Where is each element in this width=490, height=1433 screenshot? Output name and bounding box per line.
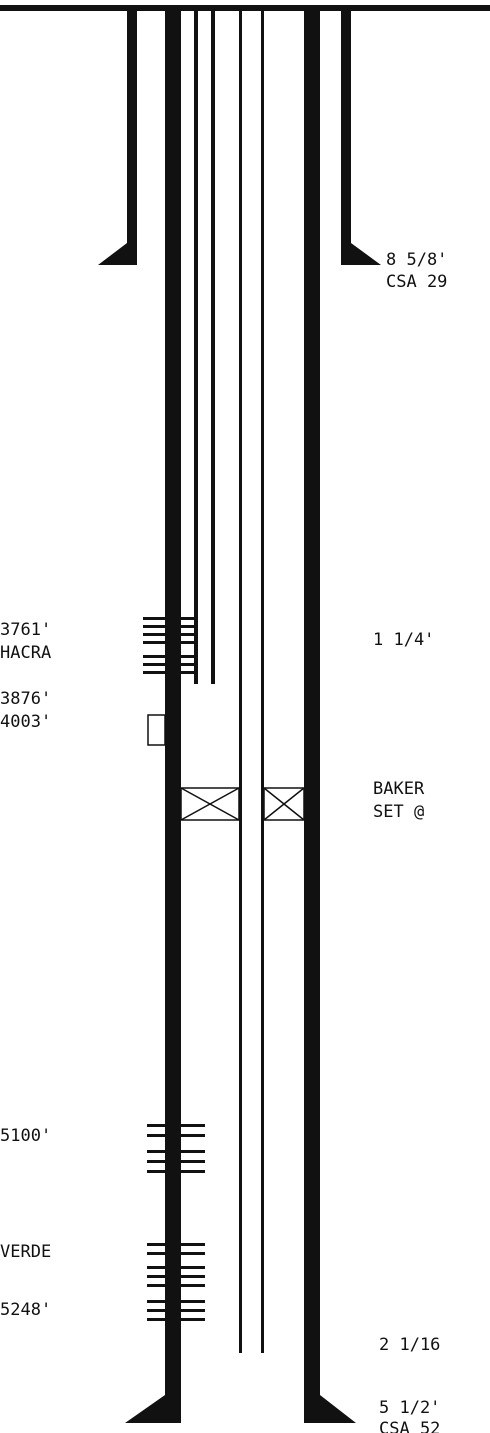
production-casing-shoe-left [125, 1395, 181, 1423]
production-casing-right [304, 8, 320, 1413]
perf-mark [147, 1284, 205, 1287]
packer-set-label: SET @ [373, 802, 425, 822]
perf-mark [147, 1252, 205, 1255]
long-tubing-size-label: 2 1/16 [379, 1335, 441, 1355]
perf-mark [147, 1318, 205, 1321]
formation-mesaverde-label: VERDE [0, 1242, 52, 1262]
perf-mark [147, 1134, 205, 1137]
perf-mark [143, 671, 196, 674]
long-tubing-right-wall [261, 8, 264, 1353]
perf-top-depth-label: 3761' [0, 620, 52, 640]
short-tubing-size-label: 1 1/4' [373, 630, 435, 650]
perf-mark [147, 1150, 205, 1153]
perf-mark [147, 1160, 205, 1163]
surface-casing-grade-label: CSA 29 [386, 272, 448, 292]
perf-mark [143, 655, 196, 658]
casing-tool-marker [147, 714, 166, 746]
short-tubing-right-wall [211, 8, 215, 684]
perf-mark [147, 1309, 205, 1312]
perforations-chacra [143, 617, 196, 674]
depth-4003-label: 4003' [0, 712, 52, 732]
perf-mark [147, 1124, 205, 1127]
surface-line [0, 5, 490, 11]
perf-mark [143, 641, 196, 644]
perf-mark [143, 617, 196, 620]
short-tubing-left-wall [194, 8, 198, 684]
production-casing-grade-label: CSA 52 [379, 1419, 441, 1433]
surface-casing-left [127, 8, 137, 258]
perf-mark [147, 1275, 205, 1278]
perf-mark [147, 1170, 205, 1173]
perf-mark [147, 1243, 205, 1246]
production-casing-size-label: 5 1/2' [379, 1398, 441, 1418]
packer-left-element [180, 787, 240, 821]
surface-casing-size-label: 8 5/8' [386, 250, 448, 270]
perf-mark [143, 663, 196, 666]
production-casing-shoe-right [304, 1395, 356, 1423]
packer-name-label: BAKER [373, 779, 425, 799]
surface-casing-shoe-right [341, 243, 381, 265]
perforations-mesaverde [147, 1124, 205, 1321]
depth-5248-label: 5248' [0, 1300, 52, 1320]
surface-casing-right [341, 8, 351, 258]
perf-mark [143, 625, 196, 628]
packer-right-element [263, 787, 305, 821]
perf-mark [147, 1266, 205, 1269]
perf-mark [147, 1300, 205, 1303]
depth-5100-label: 5100' [0, 1126, 52, 1146]
packer-baker [180, 787, 305, 821]
production-casing-left [165, 8, 181, 1413]
chacra-bottom-depth-label: 3876' [0, 689, 52, 709]
packer-left-cross-b [180, 787, 240, 821]
perf-mark [143, 633, 196, 636]
long-tubing-left-wall [239, 8, 242, 1353]
packer-right-cross-b [263, 787, 305, 821]
surface-casing-shoe-left [98, 243, 137, 265]
formation-chacra-label: HACRA [0, 643, 52, 663]
